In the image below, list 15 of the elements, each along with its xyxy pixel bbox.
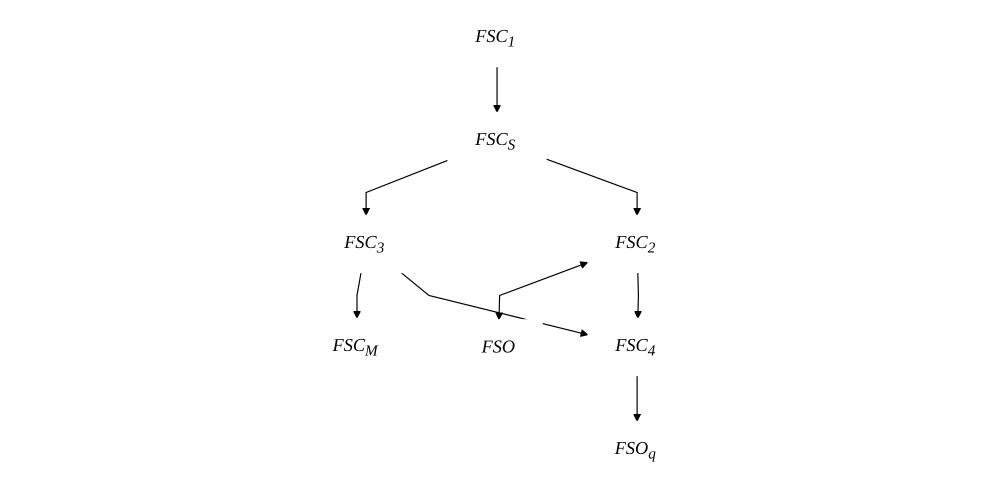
arrow — [494, 66, 502, 113]
arrow — [353, 272, 362, 319]
arrow — [634, 376, 642, 422]
node-text: FSC$_{1}$ — [476, 26, 516, 50]
node-text: FSO$_{q}$ — [615, 438, 656, 462]
node-text: FSC$_{M}$ — [333, 336, 378, 360]
arrow — [496, 261, 588, 320]
node-text: FSC$_{2}$ — [616, 232, 656, 256]
arrow — [546, 158, 642, 216]
node-text: FSC$_{3}$ — [344, 232, 385, 256]
arrow — [401, 272, 589, 337]
arrow — [634, 272, 642, 319]
node-text: FSC$_{S}$ — [476, 130, 516, 154]
node-text: FSC$_{4}$ — [616, 336, 656, 360]
arrow — [362, 160, 449, 216]
